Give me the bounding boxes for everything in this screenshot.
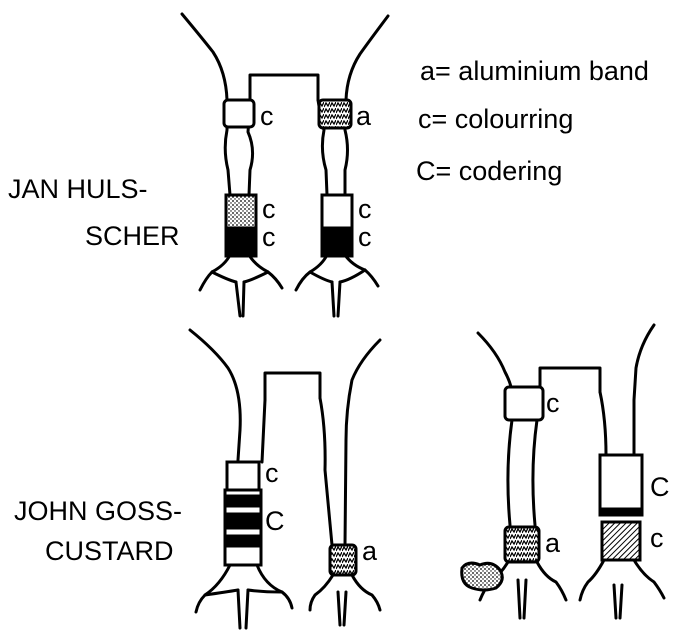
ring-label: c (546, 388, 560, 418)
ring-label: a (356, 101, 372, 131)
researcher-name-line: JOHN GOSS- (14, 496, 182, 526)
ring-C-banded (600, 455, 642, 515)
ring-c-dotted (226, 195, 256, 228)
ring-c-white (227, 462, 259, 490)
mud-lump (462, 563, 503, 590)
ring-label: c (260, 101, 274, 131)
ring-label: C (650, 472, 670, 502)
ring-c-black (226, 228, 256, 256)
researcher-name-line: SCHER (85, 221, 180, 251)
ring-a-aluminium (505, 527, 539, 562)
ring-label: c (358, 222, 372, 252)
legend-entry-aluminium: a= aluminium band (420, 56, 649, 86)
ring-c-white (224, 100, 254, 127)
bird-legs-john-goss-custard (190, 330, 380, 628)
ring-label: c (358, 194, 372, 224)
ring-C-striped (225, 490, 261, 565)
ring-label: C (265, 506, 285, 536)
bird-legs-jan-hulscher (182, 14, 388, 316)
legend-entry-colourring: c= colourring (418, 104, 573, 134)
legend: a= aluminium band c= colourring C= coder… (416, 56, 649, 186)
ring-label: c (262, 194, 276, 224)
ring-label: a (362, 536, 378, 566)
researcher-name-line: JAN HULS- (8, 174, 148, 204)
ring-label: c (265, 458, 279, 488)
ring-c-black (322, 228, 352, 256)
ring-a-aluminium (330, 545, 356, 575)
ring-label: c (650, 523, 664, 553)
ring-c-white (505, 387, 543, 420)
ring-c-white (322, 195, 352, 228)
ring-label: c (262, 222, 276, 252)
ring-label: a (545, 528, 561, 558)
ring-a-aluminium (319, 100, 351, 128)
legend-entry-codering: C= codering (416, 156, 562, 186)
researcher-name-line: CUSTARD (45, 536, 174, 566)
ring-c-hatched (602, 522, 640, 560)
